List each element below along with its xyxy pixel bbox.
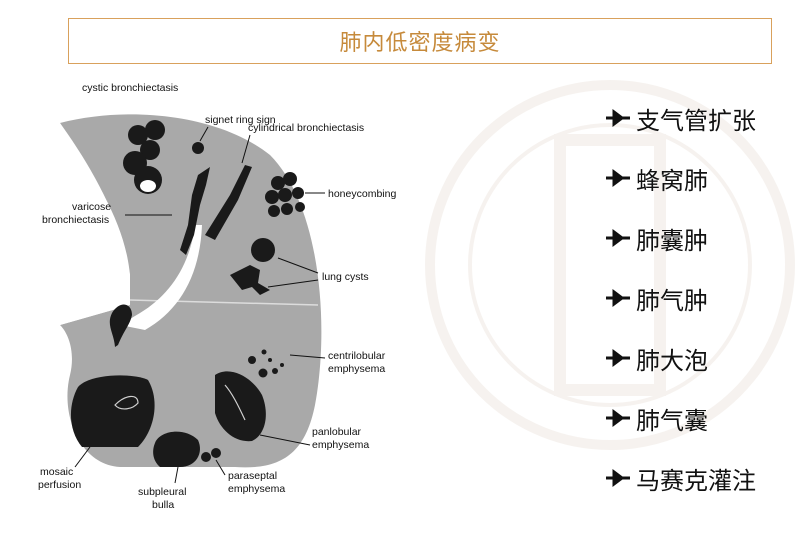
list-item: 蜂窝肺: [604, 148, 756, 208]
arrow-bullet-icon: [606, 469, 630, 487]
list-item-label: 蜂窝肺: [636, 166, 708, 195]
label-honeycombing: honeycombing: [328, 188, 396, 200]
label-paraseptal-2: emphysema: [228, 483, 285, 495]
list-item: 马赛克灌注: [604, 448, 756, 508]
label-mosaic-2: perfusion: [38, 479, 81, 491]
arrow-bullet-icon: [606, 169, 630, 187]
list-item-label: 支气管扩张: [636, 106, 756, 135]
label-signet: signet ring sign: [205, 114, 276, 126]
seal-watermark-icon: [425, 80, 795, 450]
lung-diagram: cystic bronchiectasis signet ring sign c…: [38, 82, 396, 511]
list-item: 肺气囊: [604, 388, 756, 448]
page-title: 肺内低密度病变: [339, 31, 501, 56]
arrow-bullet-icon: [606, 229, 630, 247]
label-varicose-2: bronchiectasis: [42, 214, 109, 226]
label-panlobular-2: emphysema: [312, 439, 369, 451]
label-subpleural-2: bulla: [152, 499, 174, 511]
lesion-list: 支气管扩张 蜂窝肺 肺囊肿 肺气肿 肺大泡 肺气囊 马赛克灌注: [604, 88, 756, 508]
list-item: 支气管扩张: [604, 88, 756, 148]
list-item-label: 马赛克灌注: [636, 466, 756, 495]
list-item: 肺大泡: [604, 328, 756, 388]
list-item: 肺气肿: [604, 268, 756, 328]
label-cystic: cystic bronchiectasis: [82, 82, 178, 94]
list-item-label: 肺气囊: [636, 406, 708, 435]
arrow-bullet-icon: [606, 109, 630, 127]
label-varicose-1: varicose: [72, 201, 111, 213]
title-box: 肺内低密度病变: [68, 18, 772, 64]
label-panlobular-1: panlobular: [312, 426, 362, 438]
label-cylindrical: cylindrical bronchiectasis: [248, 122, 364, 134]
arrow-bullet-icon: [606, 349, 630, 367]
list-item-label: 肺气肿: [636, 286, 708, 315]
label-centrilobular-2: emphysema: [328, 363, 385, 375]
label-lung-cysts: lung cysts: [322, 271, 369, 283]
list-item-label: 肺囊肿: [636, 226, 708, 255]
arrow-bullet-icon: [606, 409, 630, 427]
list-item: 肺囊肿: [604, 208, 756, 268]
arrow-bullet-icon: [606, 289, 630, 307]
label-centrilobular-1: centrilobular: [328, 350, 386, 362]
list-item-label: 肺大泡: [636, 346, 708, 375]
label-paraseptal-1: paraseptal: [228, 470, 277, 482]
label-subpleural-1: subpleural: [138, 486, 186, 498]
label-mosaic-1: mosaic: [40, 466, 73, 478]
